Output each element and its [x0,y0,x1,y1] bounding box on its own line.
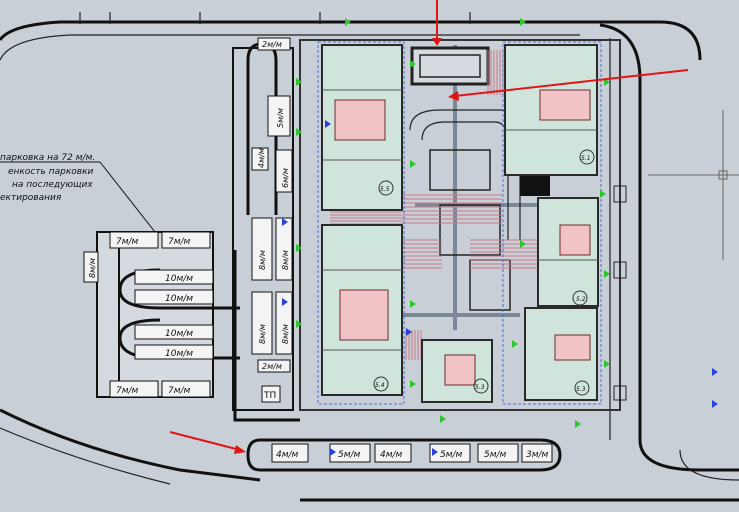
label-8mm-left: 8м/м [88,258,97,278]
label-8mm-c: 8м/м [258,324,267,344]
label-6mm-mid: 6м/м [281,168,290,188]
label-transformer: ТП [263,391,276,401]
label-bottom-5mm-2: 5м/м [440,450,463,460]
label-10mm-2: 10м/м [165,294,193,304]
note-line-1: парковка на 72 м/м. [0,153,95,163]
label-7mm-2: 7м/м [168,237,191,247]
section-label-3: 5.3 [475,384,485,391]
note-line-2: енкость парковки [8,167,94,177]
parking-block-left [83,231,300,422]
section-label-5: 5.1 [581,155,591,162]
label-7mm-1: 7м/м [116,237,139,247]
note-line-3: на последующих [12,180,93,190]
label-bottom-3mm: 3м/м [526,450,549,460]
label-10mm-4: 10м/м [165,349,193,359]
stall-labels: 7м/м 7м/м 7м/м 7м/м 8м/м 10м/м 10м/м 10м… [88,40,549,460]
site-boundary [0,12,739,502]
label-5mm-top: 5м/м [276,108,285,128]
label-bottom-4mm-2: 4м/м [380,450,403,460]
section-numbers: 5.5 5.4 5.3 5.2 5.1 5.3 [375,155,591,393]
label-8mm-a: 8м/м [258,250,267,270]
selection-outline [317,41,602,405]
label-8mm-b: 8м/м [281,250,290,270]
label-bottom-4mm-1: 4м/м [276,450,299,460]
note-line-4: ектирования [0,193,62,203]
section-label-6: 5.3 [576,386,586,393]
label-7mm-3: 7м/м [116,386,139,396]
label-2mm-top: 2м/м [262,40,282,49]
label-8mm-d: 8м/м [281,324,290,344]
label-10mm-3: 10м/м [165,329,193,339]
label-10mm-1: 10м/м [165,274,193,284]
crosshair-cursor [648,110,739,260]
building-sections [321,44,599,403]
note-leader [0,161,156,233]
section-label-2: 5.4 [375,382,385,389]
parking-row-bottom [246,438,562,472]
label-bottom-5mm-3: 5м/м [484,450,507,460]
red-arrows [169,0,689,454]
label-bottom-5mm-1: 5м/м [338,450,361,460]
label-4mm-mid: 4м/м [257,148,266,168]
label-7mm-4: 7м/м [168,386,191,396]
section-label-4: 5.2 [576,296,586,303]
section-label-1: 5.5 [380,186,390,193]
parking-note: парковка на 72 м/м. енкость парковки на … [0,153,95,203]
parking-column-center [232,37,294,411]
label-2mm-bottom: 2м/м [262,362,282,371]
